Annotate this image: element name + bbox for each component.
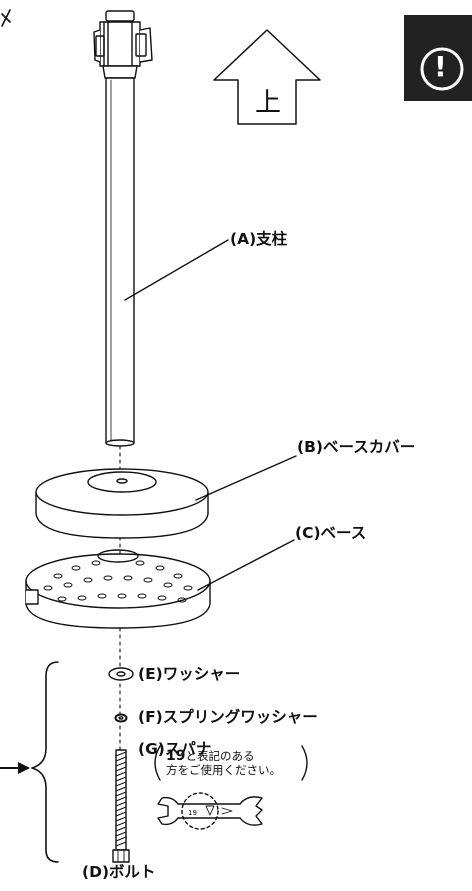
up-arrow-label: 上	[255, 88, 282, 118]
warning-icon	[420, 47, 464, 91]
spanner-icon: 19	[157, 792, 263, 830]
label-spanner: (G)スパナ	[138, 740, 212, 758]
bolt-icon	[112, 749, 130, 863]
leader-base	[197, 539, 295, 591]
warning-symbol: !	[434, 50, 447, 83]
svg-text:19: 19	[188, 809, 197, 817]
spanner-note-line2: 方をご使用ください。	[166, 763, 281, 777]
label-pole: (A)支柱	[230, 230, 288, 248]
label-bolt: (D)ボルト	[82, 863, 156, 881]
base-cover-shape	[35, 468, 209, 539]
leader-pole	[124, 239, 229, 301]
note-paren-right	[301, 745, 308, 781]
note-paren-left	[154, 745, 161, 781]
spanner-note: 19と表記のある 方をご使用ください。	[166, 749, 281, 777]
label-spring-washer: (F)スプリングワッシャー	[138, 708, 318, 726]
pole-tube	[105, 77, 135, 444]
spanner-note-size: 19	[166, 748, 186, 764]
corner-mark	[1, 9, 11, 27]
warning-panel: !	[404, 15, 472, 101]
base-shape	[25, 549, 211, 629]
leader-base-cover	[195, 455, 297, 501]
washer-icon	[108, 667, 134, 681]
up-arrow-outline	[213, 29, 321, 125]
pole-head-icon	[93, 10, 153, 79]
parts-bracket	[31, 661, 59, 863]
label-washer: (E)ワッシャー	[138, 665, 241, 683]
spring-washer-icon	[114, 713, 128, 723]
label-base: (C)ベース	[295, 524, 367, 542]
label-base-cover: (B)ベースカバー	[297, 438, 416, 456]
spanner-note-line1: と表記のある	[185, 749, 255, 763]
